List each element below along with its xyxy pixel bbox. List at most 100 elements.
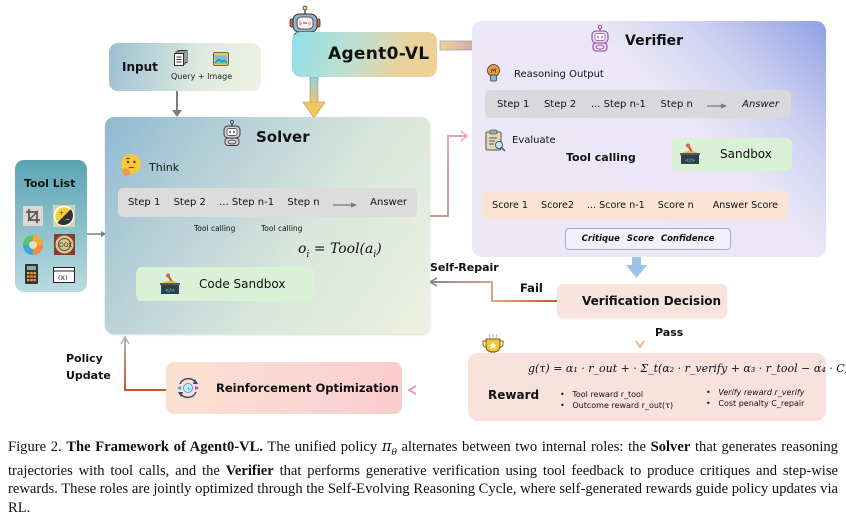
reinforcement-optimization-label: Reinforcement Optimization [216, 381, 399, 395]
solver-step-n-1: ... Step n-1 [219, 197, 275, 208]
caption-prefix: Figure 2. [8, 439, 67, 455]
tool-list-title: Tool List [24, 177, 76, 190]
solver-tool-calling-1: Tool calling [194, 224, 236, 233]
zoom-lens-icon[interactable]: OOX [54, 234, 75, 255]
input-title: Input [122, 60, 158, 74]
crop-icon[interactable] [23, 206, 43, 226]
reward-items-right: • Verify reward r_verify • Cost penalty … [706, 387, 804, 409]
verify-reward-item: • Verify reward r_verify [706, 388, 805, 397]
critique-label: Critique [581, 234, 620, 244]
caption-solver: Solver [650, 439, 691, 455]
pass-arrow [635, 318, 645, 349]
policy-update-label-2: Update [66, 369, 111, 382]
code-sandbox-label: Code Sandbox [199, 277, 286, 291]
svg-text:−: − [65, 216, 70, 223]
figure-caption: Figure 2. The Framework of Agent0-VL. Th… [8, 438, 838, 516]
caption-pi-theta: πθ [381, 438, 397, 458]
input-to-solver-arrow [172, 90, 182, 117]
solver-panel: Solver Think Step 1 Step 2 ... Step n-1 … [105, 117, 430, 334]
verifier-step-2: Step 2 [543, 98, 577, 110]
verifier-step-1: Step 1 [497, 98, 530, 110]
think-label: Think [149, 161, 180, 174]
fail-label: Fail [520, 281, 543, 295]
query-document-icon [174, 50, 188, 66]
color-wheel-icon[interactable] [22, 234, 44, 256]
score-label: Score [626, 234, 654, 244]
thinking-face-icon [120, 153, 142, 179]
tool-reward-item: • Tool reward r_tool [560, 390, 644, 399]
reasoning-output-label: Reasoning Output [514, 69, 604, 80]
policy-update-label-1: Policy [66, 352, 103, 365]
score-2: Score2 [541, 200, 574, 211]
svg-text:(X): (X) [58, 274, 68, 282]
input-box: Input Query + Image [109, 43, 261, 91]
solver-tool-calling-2: Tool calling [261, 224, 303, 233]
confidence-label: Confidence [660, 234, 715, 244]
policy-update-arrow [120, 335, 166, 391]
score-n-1: ... Score n-1 [586, 200, 645, 211]
formula-window-icon[interactable]: (X) [53, 267, 75, 283]
verifier-tool-calling-label: Tool calling [566, 151, 636, 164]
answer-score: Answer Score [712, 200, 778, 211]
svg-text:</>: </> [165, 288, 175, 294]
score-1: Score 1 [492, 200, 529, 211]
reward-formula: g(τ) = α₁ · r_out + · Σ_t(α₂ · r_verify … [528, 362, 846, 375]
verifier-answer: Answer [742, 98, 779, 110]
optimization-cycle-icon: + [175, 375, 201, 401]
verification-decision-label: Verification Decision [582, 294, 722, 308]
solver-steps-bar: Step 1 Step 2 ... Step n-1 Step n Answer [118, 188, 417, 217]
image-icon [213, 51, 229, 66]
solver-step-n: Step n [287, 197, 320, 208]
reward-title: Reward [488, 388, 540, 402]
svg-text:</>: </> [685, 158, 695, 164]
code-sandbox-box: </> Code Sandbox [136, 267, 315, 301]
score-bar: Score 1 Score2 ... Score n-1 Score n Ans… [482, 191, 788, 220]
verifier-step-n-1: ... Step n-1 [590, 98, 646, 110]
self-repair-label: Self-Repair [430, 261, 499, 274]
svg-text:+: + [186, 385, 192, 393]
verifier-steps-bar: Step 1 Step 2 ... Step n-1 Step n Answer [485, 90, 791, 118]
svg-text:+: + [59, 210, 64, 217]
verifier-sandbox-label: Sandbox [720, 147, 772, 161]
agent-box: Agent0-VL [292, 32, 437, 77]
verifier-sandbox-box: </> Sandbox [672, 138, 792, 171]
solver-title: Solver [256, 128, 310, 146]
caption-verifier: Verifier [225, 463, 274, 480]
solver-arrow-icon [332, 200, 357, 207]
reward-items-left: • Tool reward r_tool • Outcome reward r_… [560, 389, 673, 411]
solver-step-2: Step 2 [173, 197, 206, 208]
verifier-panel: Verifier Reasoning Output Step 1 Step 2 … [472, 21, 826, 257]
cost-penalty-item: • Cost penalty C_repair [706, 399, 805, 408]
agent-to-solver-arrow [302, 76, 326, 119]
verifier-sandbox-icon: </> [680, 143, 700, 165]
reward-to-optimization-arrow [407, 385, 468, 395]
pass-label: Pass [655, 326, 684, 339]
solver-step-1: Step 1 [128, 197, 161, 208]
svg-text:OOX: OOX [59, 242, 72, 249]
input-subtitle: Query + Image [171, 72, 233, 81]
solver-robot-icon [221, 120, 243, 146]
verifier-title: Verifier [625, 33, 684, 49]
verifier-step-n: Step n [660, 98, 693, 110]
evaluate-clipboard-icon [485, 129, 507, 153]
verifier-arrow-icon [707, 101, 728, 109]
reward-panel: g(τ) = α₁ · r_out + · Σ_t(α₂ · r_verify … [468, 353, 846, 421]
agent-title: Agent0-VL [328, 44, 430, 64]
caption-title: The Framework of Agent0-VL. [66, 439, 264, 455]
sandbox-icon: </> [160, 273, 180, 295]
verifier-robot-icon [589, 25, 611, 52]
outcome-reward-item: • Outcome reward r_out(τ) [560, 401, 674, 410]
tool-equation: oi = Tool(ai) [298, 241, 382, 260]
calculator-icon[interactable] [25, 264, 38, 284]
tool-list-panel: Tool List +− OOX (X) [15, 160, 87, 292]
critique-score-confidence-box: Critique Score Confidence [565, 228, 731, 250]
lightbulb-icon [487, 64, 500, 82]
verifier-to-decision-arrow [626, 257, 647, 278]
reinforcement-optimization-box: + Reinforcement Optimization [166, 362, 402, 414]
toollist-to-solver-arrow [87, 231, 106, 237]
evaluate-label: Evaluate [512, 135, 556, 146]
solver-answer: Answer [370, 197, 407, 208]
solver-to-verifier-connector [430, 130, 469, 217]
brightness-contrast-icon[interactable]: +− [53, 205, 75, 227]
verification-decision-box: Verification Decision [557, 284, 727, 318]
